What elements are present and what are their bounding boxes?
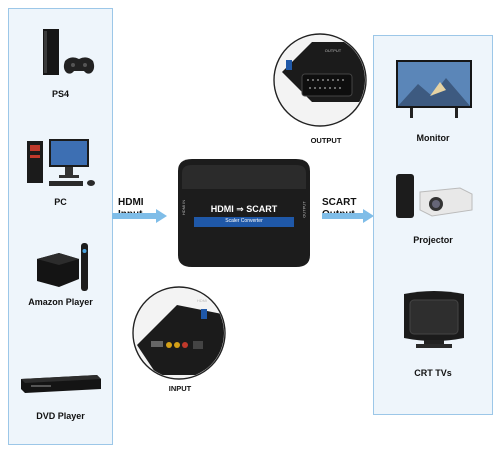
input-zoom-port-label: HDMI xyxy=(196,298,208,303)
output-zoom-caption: OUTPUT xyxy=(310,136,342,145)
monitor-label: Monitor xyxy=(416,133,450,143)
dvd-player-image xyxy=(17,369,103,399)
scart-converter-image: HDMI ⇒ SCART Scaler Converter HDMI IN OU… xyxy=(168,153,320,273)
displays-panel: Monitor Projector CRT TVs xyxy=(373,35,493,415)
crt-tv-label: CRT TVs xyxy=(414,368,452,378)
sources-panel: PS4 PC Amazon Player D xyxy=(8,8,113,445)
converter-side-label-left: HDMI IN xyxy=(181,199,187,216)
input-zoom-circle xyxy=(132,286,226,380)
pc-image xyxy=(23,131,101,191)
scart-output-line1: SCART xyxy=(322,197,357,208)
converter-title: HDMI ⇒ SCART xyxy=(210,204,278,214)
amazon-player-image xyxy=(31,237,91,297)
converter-side-label-right: OUTPUT xyxy=(301,201,307,218)
ps4-label: PS4 xyxy=(51,89,69,99)
pc-label: PC xyxy=(54,197,67,207)
ps4-console-image xyxy=(29,25,99,85)
hdmi-input-line1: HDMI xyxy=(118,197,144,208)
dvd-player-label: DVD Player xyxy=(36,411,85,421)
crt-tv-image xyxy=(398,284,470,354)
hdmi-input-arrow xyxy=(112,209,167,223)
scart-output-arrow xyxy=(322,209,374,223)
amazon-player-label: Amazon Player xyxy=(28,297,93,307)
converter-subtitle: Scaler Converter xyxy=(225,218,263,224)
monitor-image xyxy=(394,56,474,126)
projector-image xyxy=(392,168,476,226)
input-zoom-caption: INPUT xyxy=(168,384,192,393)
output-zoom-circle xyxy=(273,33,367,127)
projector-label: Projector xyxy=(413,235,453,245)
output-zoom-port-label: OUTPUT xyxy=(324,48,342,53)
